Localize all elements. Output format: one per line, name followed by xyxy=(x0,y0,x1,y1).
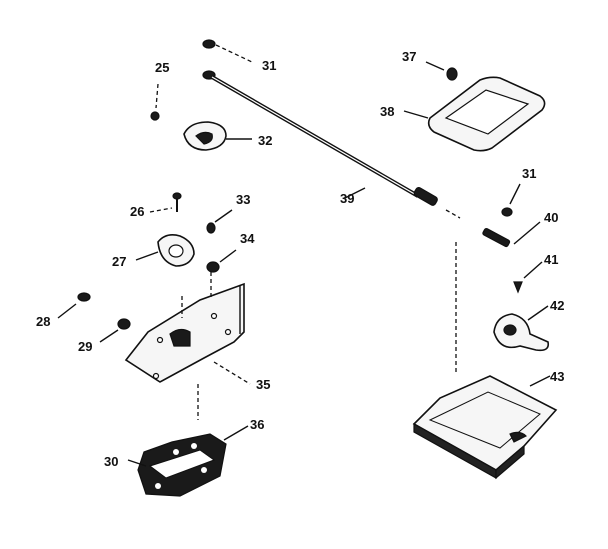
callout-37: 37 xyxy=(402,49,416,64)
callout-28: 28 xyxy=(36,314,50,329)
part-26-screw: 26 xyxy=(130,192,182,219)
callout-26: 26 xyxy=(130,204,144,219)
part-37-grommet: 37 xyxy=(402,49,458,81)
callout-42: 42 xyxy=(550,298,564,313)
callout-25: 25 xyxy=(155,60,169,75)
callout-27: 27 xyxy=(112,254,126,269)
callout-39: 39 xyxy=(340,191,354,206)
callout-29: 29 xyxy=(78,339,92,354)
callout-40: 40 xyxy=(544,210,558,225)
part-27-bracket: 27 xyxy=(112,234,195,269)
part-29-nut: 29 xyxy=(78,318,131,354)
part-31-right-nut: 31 xyxy=(501,166,536,217)
part-25-screw: 25 xyxy=(150,60,169,121)
part-38-bezel-frame: 38 xyxy=(380,76,546,152)
part-30-switch-block: 30 xyxy=(104,433,227,497)
part-32-knob: 32 xyxy=(183,121,272,151)
callout-33: 33 xyxy=(236,192,250,207)
callout-32: 32 xyxy=(258,133,272,148)
part-36-terminal: 36 xyxy=(223,417,264,441)
part-28-screw: 28 xyxy=(36,292,91,329)
part-31-top-nut: 31 xyxy=(202,39,276,73)
part-42-cam: 42 xyxy=(493,298,564,352)
callout-41: 41 xyxy=(544,252,558,267)
mounting-plate xyxy=(124,272,245,420)
callout-36: 36 xyxy=(250,417,264,432)
part-43-tray: 43 xyxy=(412,369,564,480)
part-34-nut: 34 xyxy=(206,231,255,273)
callout-43: 43 xyxy=(550,369,564,384)
callout-31-right: 31 xyxy=(522,166,536,181)
part-40-screw: 40 xyxy=(482,210,558,248)
part-39-rod: 39 xyxy=(202,70,461,219)
callout-38: 38 xyxy=(380,104,394,119)
part-33-screw: 33 xyxy=(206,192,250,234)
part-41-clip: 41 xyxy=(513,252,558,294)
callout-31-top: 31 xyxy=(262,58,276,73)
callout-35: 35 xyxy=(256,377,270,392)
callout-30: 30 xyxy=(104,454,118,469)
callout-34: 34 xyxy=(240,231,255,246)
